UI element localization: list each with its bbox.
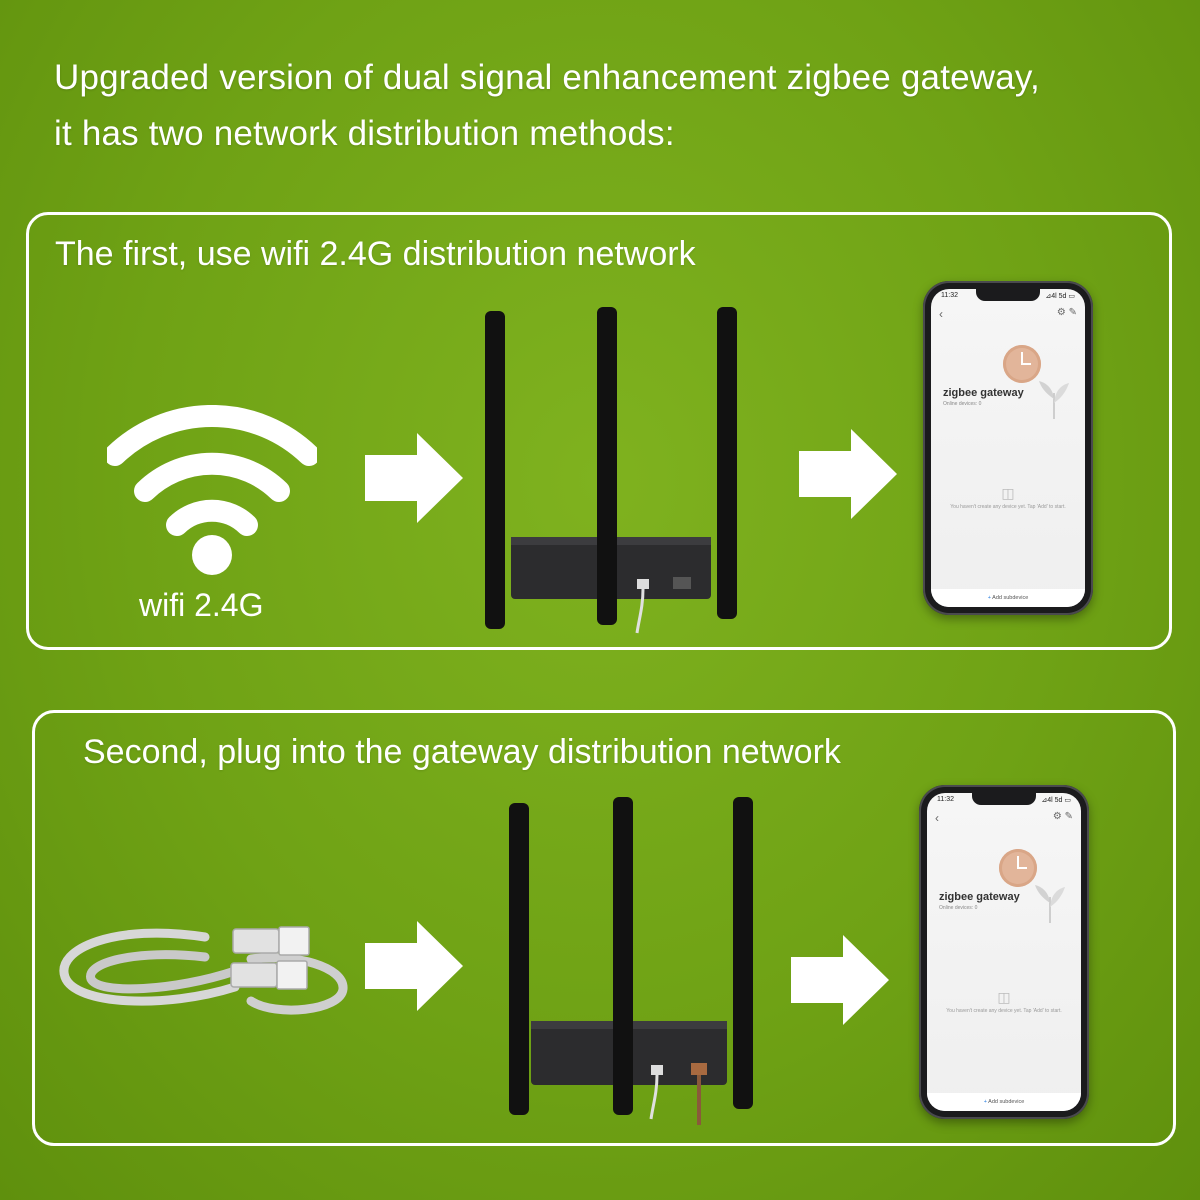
plus-icon: + [983, 1099, 987, 1105]
settings-icon[interactable]: ⚙ ✎ [1052, 811, 1073, 822]
clock-icon [1003, 345, 1041, 383]
wifi-label: wifi 2.4G [139, 587, 264, 623]
plant-icon [1039, 381, 1069, 419]
clock-icon [999, 849, 1037, 887]
status-time: 11:32 [937, 796, 954, 803]
gateway-title: zigbee gateway [939, 891, 1020, 903]
status-signal: ⊿4l 5d ▭ [1045, 293, 1075, 300]
add-subdevice-button[interactable]: + Add subdevice [931, 589, 1085, 607]
plus-icon: + [987, 595, 991, 601]
add-subdevice-label: Add subdevice [988, 1099, 1025, 1105]
back-icon[interactable]: ‹ [935, 811, 939, 825]
empty-state-text: You haven't create any device yet. Tap '… [946, 1008, 1062, 1014]
phone-notch [972, 793, 1036, 805]
empty-box-icon: ◫ [1001, 485, 1015, 501]
arrow-right-icon [365, 433, 463, 523]
back-icon[interactable]: ‹ [939, 307, 943, 321]
empty-box-icon: ◫ [997, 989, 1011, 1005]
smartphone-icon: 11:32 ⊿4l 5d ▭ ‹ ⚙ ✎ zigbee gateway Onli… [919, 785, 1089, 1119]
phone-screen: 11:32 ⊿4l 5d ▭ ‹ ⚙ ✎ zigbee gateway Onli… [927, 793, 1081, 1111]
phone-screen: 11:32 ⊿4l 5d ▭ ‹ ⚙ ✎ zigbee gateway Onli… [931, 289, 1085, 607]
headline-line-1: Upgraded version of dual signal enhancem… [54, 58, 1040, 97]
headline-line-2: it has two network distribution methods: [54, 114, 675, 153]
ethernet-cable-icon [59, 926, 348, 1015]
panel-cable-method: Second, plug into the gateway distributi… [32, 710, 1176, 1146]
phone-notch [976, 289, 1040, 301]
panel-wifi-method: The first, use wifi 2.4G distribution ne… [26, 212, 1172, 650]
router-icon [509, 797, 753, 1125]
arrow-right-icon [791, 935, 889, 1025]
gateway-subtitle: Online devices: 0 [939, 905, 978, 911]
panel-1-title: The first, use wifi 2.4G distribution ne… [55, 235, 696, 273]
arrow-right-icon [365, 921, 463, 1011]
empty-state-text: You haven't create any device yet. Tap '… [950, 504, 1066, 510]
add-subdevice-button[interactable]: + Add subdevice [927, 1093, 1081, 1111]
gateway-subtitle: Online devices: 0 [943, 401, 982, 407]
panel-2-title: Second, plug into the gateway distributi… [83, 733, 841, 771]
smartphone-icon: 11:32 ⊿4l 5d ▭ ‹ ⚙ ✎ zigbee gateway Onli… [923, 281, 1093, 615]
settings-icon[interactable]: ⚙ ✎ [1056, 307, 1077, 318]
wifi-icon [107, 405, 317, 575]
arrow-right-icon [799, 429, 897, 519]
status-time: 11:32 [941, 292, 958, 299]
headline: Upgraded version of dual signal enhancem… [54, 50, 1174, 162]
gateway-title: zigbee gateway [943, 387, 1024, 399]
status-signal: ⊿4l 5d ▭ [1041, 797, 1071, 804]
plant-icon [1035, 885, 1065, 923]
add-subdevice-label: Add subdevice [992, 595, 1029, 601]
router-icon [485, 307, 737, 634]
